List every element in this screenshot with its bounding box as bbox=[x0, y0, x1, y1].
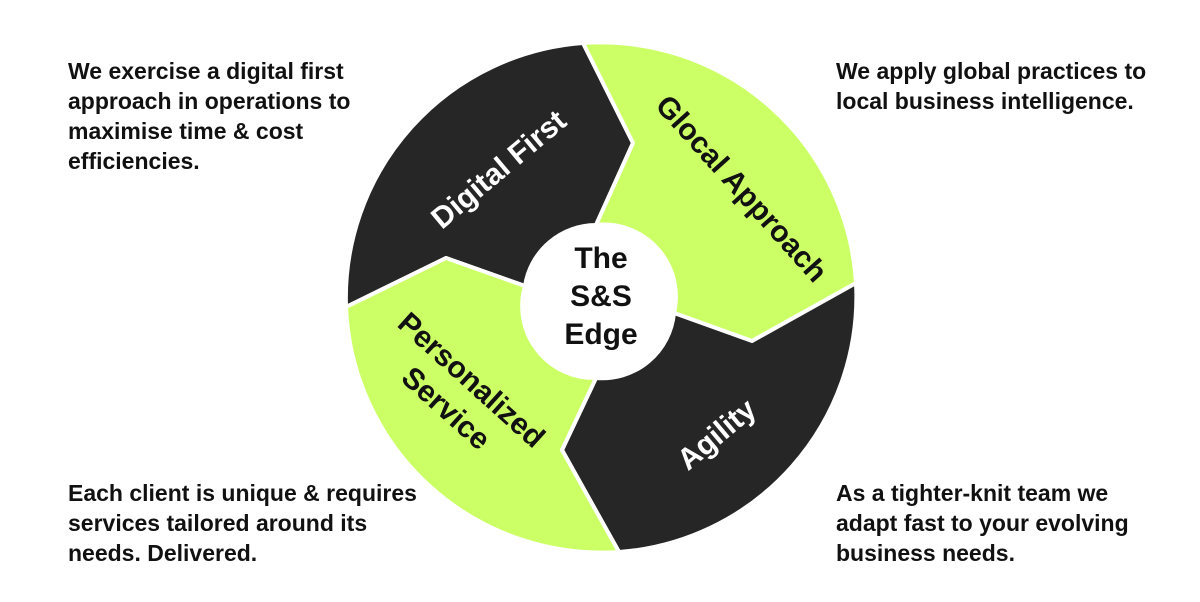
center-label-line3: Edge bbox=[564, 318, 637, 351]
center-label-line1: The bbox=[574, 242, 627, 275]
center-circle bbox=[526, 227, 666, 367]
personalized-service-description: Each client is unique & requires service… bbox=[68, 480, 417, 566]
agility-segment bbox=[560, 281, 859, 554]
center-label-line2: S&S bbox=[570, 280, 632, 313]
digital-first-segment bbox=[343, 41, 635, 309]
personalized-service-segment bbox=[344, 256, 621, 555]
digital-first-description: We exercise a digital first approach in … bbox=[68, 58, 351, 174]
agility-description: As a tighter-knit team we adapt fast to … bbox=[836, 480, 1129, 566]
glocal-approach-description: We apply global practices to local busin… bbox=[836, 58, 1147, 114]
glocal-approach-segment bbox=[581, 40, 858, 343]
